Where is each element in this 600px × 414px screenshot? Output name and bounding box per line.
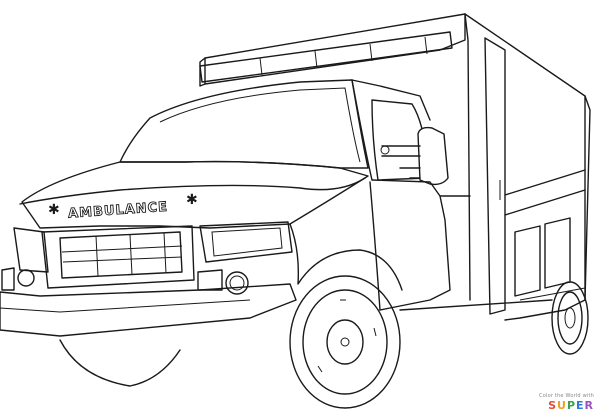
watermark-logo: SUPER: [548, 399, 594, 412]
hood-lettering: AMBULANCE: [68, 200, 169, 222]
grille: [41, 225, 195, 289]
side-door: [484, 37, 506, 315]
side-mirror: [380, 126, 449, 186]
roof-light-bar: [199, 31, 453, 83]
cab-door: [371, 179, 451, 311]
site-watermark: Color the World with SUPER: [539, 393, 594, 412]
front-bumper: [0, 283, 297, 337]
front-end: ✱ AMBULANCE ✱: [0, 160, 403, 337]
watermark-tagline: Color the World with: [539, 393, 594, 399]
front-wheel: [59, 275, 401, 409]
headlight-right: [199, 221, 293, 263]
fog-light-left: [17, 269, 35, 287]
hood: [21, 160, 369, 229]
patient-compartment: [199, 13, 591, 321]
cab: [119, 79, 471, 311]
fog-light-right: [225, 271, 249, 295]
hood-star-left: ✱: [48, 202, 60, 218]
windshield: [119, 79, 369, 169]
headlight-left: [13, 227, 49, 273]
hood-star-right: ✱: [186, 192, 198, 208]
rear-wheel: [551, 281, 589, 355]
